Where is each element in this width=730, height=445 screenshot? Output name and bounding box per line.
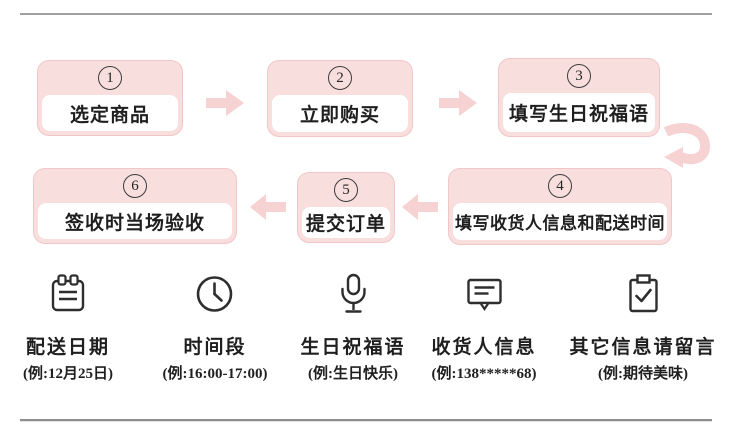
step-number-badge: 6 — [123, 174, 147, 198]
legend-item-birthday-wish: 生日祝福语 (例:生日快乐) — [300, 272, 405, 383]
microphone-icon — [339, 272, 367, 316]
clipboard-check-icon — [626, 272, 660, 316]
legend-label: 时间段 — [183, 337, 247, 358]
arrow-right-icon — [437, 89, 479, 117]
step-number: 2 — [336, 69, 344, 86]
legend-example: (例:生日快乐) — [307, 366, 398, 382]
step-number: 5 — [342, 181, 350, 198]
step-number-area: 5 — [298, 173, 394, 207]
clock-icon — [195, 272, 235, 316]
message-icon — [465, 272, 503, 316]
step-number: 1 — [106, 69, 114, 86]
step-number-badge: 5 — [334, 178, 358, 202]
step-number-area: 2 — [268, 61, 412, 95]
step-number-area: 3 — [499, 59, 659, 93]
step-number: 3 — [575, 67, 583, 84]
legend-item-recipient-info: 收货人信息 (例:138*****68) — [431, 272, 536, 383]
legend-label: 配送日期 — [25, 337, 110, 358]
step-number: 4 — [556, 177, 564, 194]
legend-example: (例:期待美味) — [597, 366, 688, 382]
step-number-badge: 2 — [328, 66, 352, 90]
loop-arrow-icon — [650, 122, 712, 174]
top-divider — [20, 13, 712, 15]
step-number-badge: 4 — [548, 174, 572, 198]
step-box-5: 5 提交订单 — [297, 172, 395, 243]
step-box-6: 6 签收时当场验收 — [33, 168, 237, 244]
step-number-area: 6 — [34, 169, 236, 203]
step-box-4: 4 填写收货人信息和配送时间 — [448, 168, 672, 245]
legend-item-other-message: 其它信息请留言 (例:期待美味) — [569, 272, 716, 383]
step-label: 填写收货人信息和配送时间 — [453, 203, 667, 240]
arrow-right-icon — [204, 89, 246, 117]
step-number-area: 1 — [38, 61, 182, 95]
legend-label: 生日祝福语 — [300, 337, 406, 358]
arrow-left-icon — [400, 193, 440, 221]
step-number-area: 4 — [449, 169, 671, 203]
legend-example: (例:16:00-17:00) — [162, 366, 268, 382]
legend-item-time-slot: 时间段 (例:16:00-17:00) — [162, 272, 268, 383]
legend-label: 收货人信息 — [431, 337, 537, 358]
arrow-left-icon — [248, 193, 288, 221]
legend-example: (例:12月25日) — [23, 366, 113, 382]
bottom-divider — [20, 419, 712, 422]
step-box-3: 3 填写生日祝福语 — [498, 58, 660, 137]
step-box-1: 1 选定商品 — [37, 60, 183, 136]
step-label: 立即购买 — [272, 95, 408, 132]
legend-label: 其它信息请留言 — [569, 337, 717, 358]
step-label: 提交订单 — [302, 207, 390, 238]
step-label: 填写生日祝福语 — [503, 93, 655, 132]
step-box-2: 2 立即购买 — [267, 60, 413, 137]
step-label: 选定商品 — [42, 95, 178, 131]
step-label: 签收时当场验收 — [38, 203, 232, 239]
step-number-badge: 1 — [98, 66, 122, 90]
calendar-icon — [49, 272, 87, 316]
legend-example: (例:138*****68) — [431, 366, 537, 382]
step-number: 6 — [131, 177, 139, 194]
step-number-badge: 3 — [567, 64, 591, 88]
legend-item-delivery-date: 配送日期 (例:12月25日) — [23, 272, 113, 383]
